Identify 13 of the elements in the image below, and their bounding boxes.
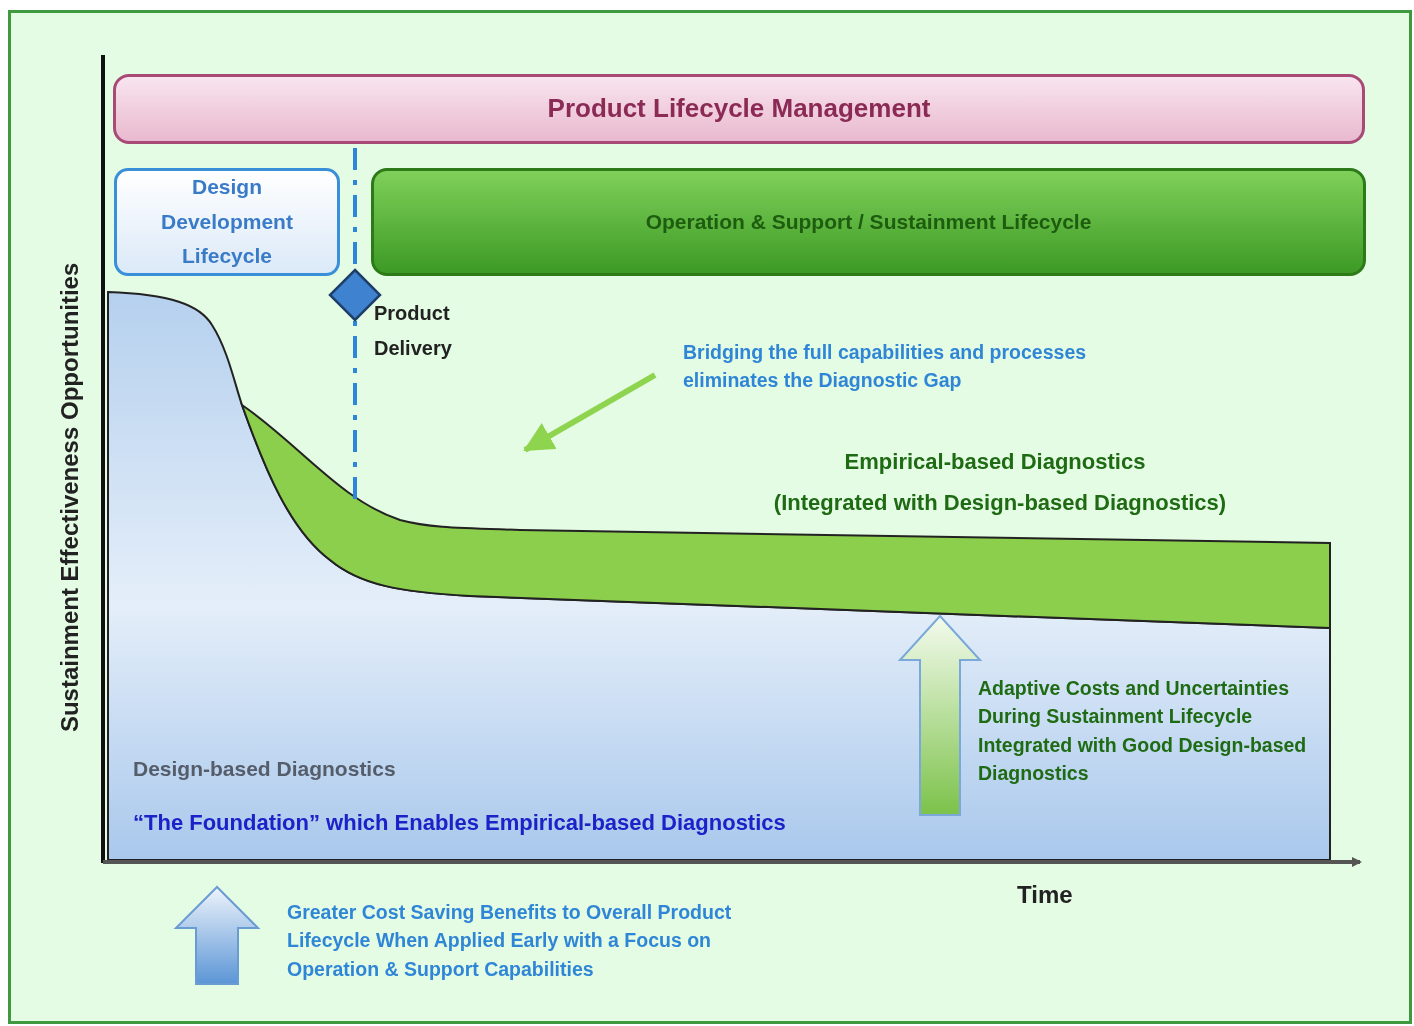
milestone-label: Product Delivery — [374, 301, 453, 361]
banner-box: Product Lifecycle Management — [113, 74, 1365, 144]
axis-title: Time — [1017, 880, 1074, 910]
phase-box: Design Development Lifecycle — [114, 168, 340, 276]
phase-box: Operation & Support / Sustainment Lifecycle — [371, 168, 1366, 276]
annotation-text: Empirical-based Diagnostics — [843, 448, 1147, 476]
area-label: Design-based Diagnostics — [133, 756, 397, 782]
annotation-text: Adaptive Costs and Uncertainties During Sustainment Lifecycle Integrated with Good Design-based Diagnostics — [978, 676, 1308, 786]
area-label: “The Foundation” which Enables Empirical-based Diagnostics — [133, 809, 787, 837]
annotation-text: Greater Cost Saving Benefits to Overall Product Lifecycle When Applied Early with a Focus on Operation & Support Capabilities — [287, 900, 733, 982]
axis-title: Sustainment Effectiveness Opportunities — [54, 261, 84, 735]
annotation-text: Bridging the full capabilities and processes eliminates the Diagnostic Gap — [683, 340, 1088, 394]
annotation-text: (Integrated with Design-based Diagnostics) — [772, 489, 1228, 517]
